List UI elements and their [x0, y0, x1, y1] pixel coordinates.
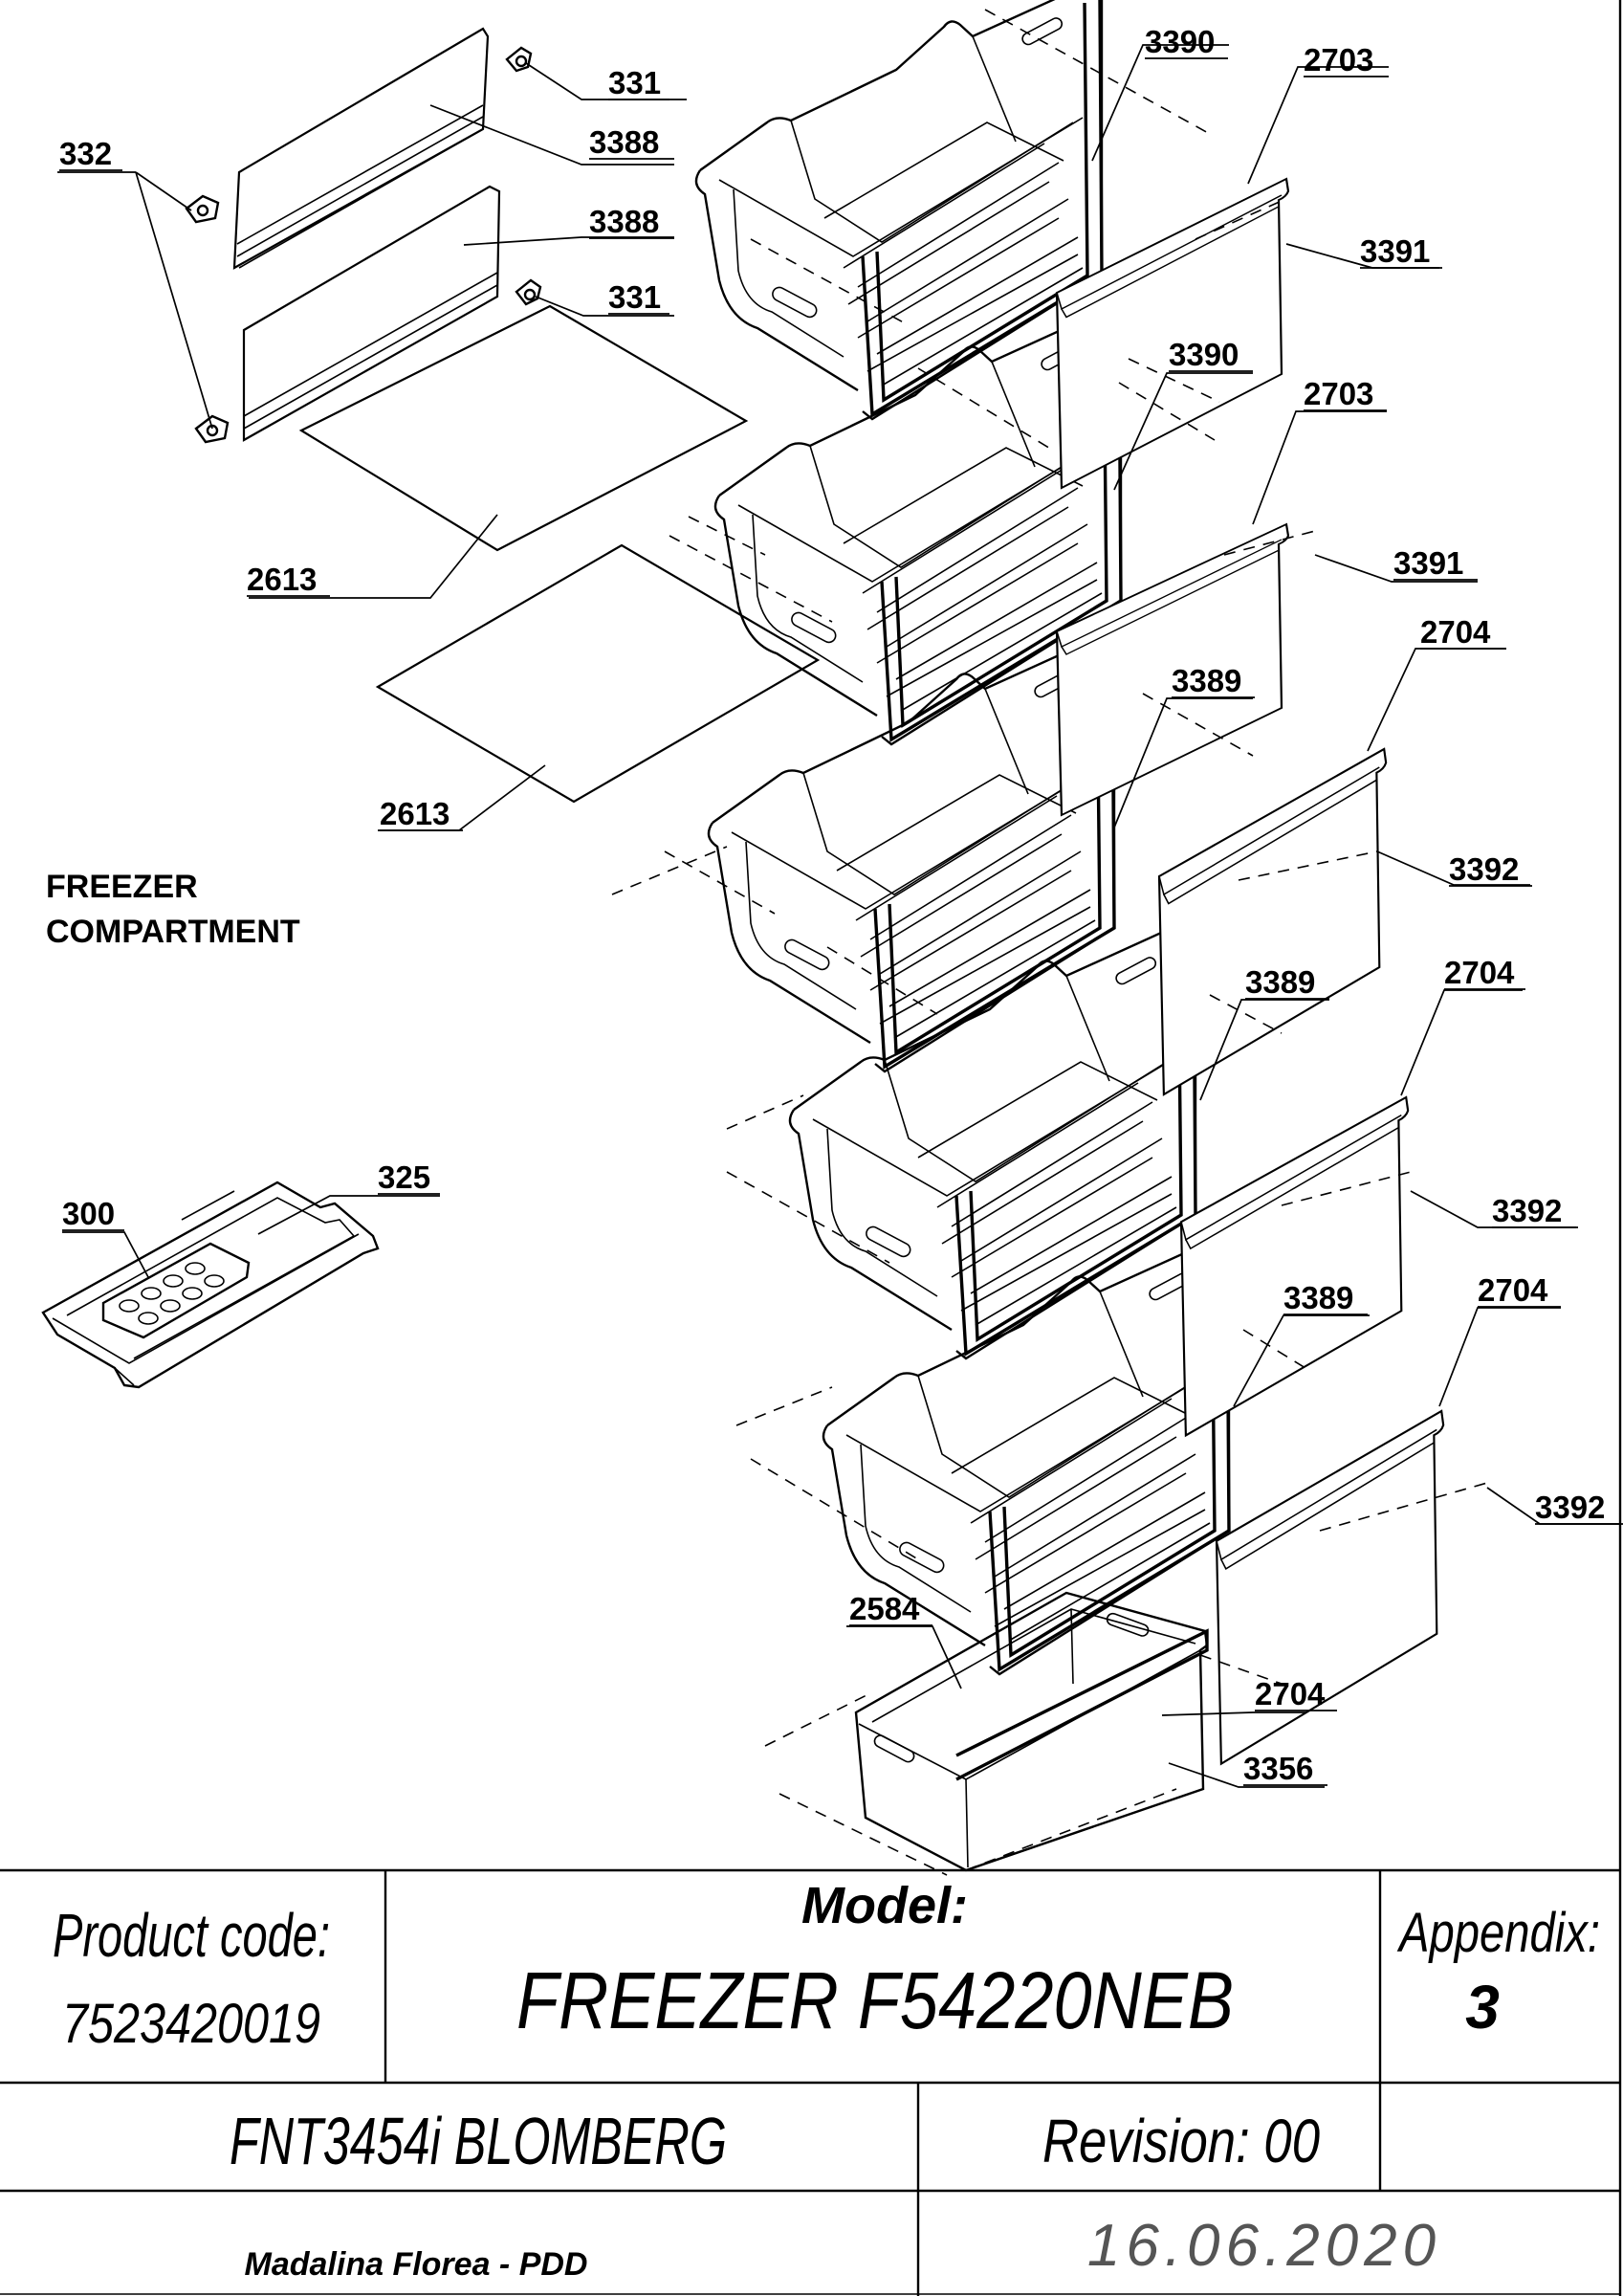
callout-2704-third: 2704 — [1420, 614, 1491, 650]
section-label-line1: FREEZER — [46, 869, 198, 905]
glass-shelf-2613-upper — [298, 304, 749, 552]
callout-2613-upper: 2613 — [247, 562, 317, 597]
author: Madalina Florea - PDD — [245, 2246, 588, 2283]
callout-underlines — [59, 57, 1620, 1786]
shelf-3388-bottom — [242, 185, 501, 442]
revision: Revision: 00 — [1042, 2107, 1320, 2175]
appendix-label: Appendix: — [1397, 1902, 1600, 1964]
callout-3391-top: 3391 — [1360, 233, 1430, 269]
drawer-3390-top — [694, 0, 1104, 421]
product-code-value: 7523420019 — [62, 1993, 320, 2055]
front-panel-2703-top — [1055, 177, 1290, 490]
callout-3389-third: 3389 — [1172, 663, 1241, 698]
front-panel-2704-third — [1157, 747, 1388, 1096]
drawer-2584-bottom — [854, 1591, 1209, 1872]
drawer-3389-third — [707, 639, 1116, 1073]
callout-2704-fifth: 2704 — [1478, 1272, 1548, 1308]
callout-labels: 331 3388 332 3388 331 2613 2613 3390 270… — [59, 24, 1605, 1786]
callout-3392-fourth: 3392 — [1492, 1193, 1562, 1228]
model-label: Model: — [801, 1877, 968, 1934]
callout-3389-fifth: 3389 — [1283, 1280, 1353, 1315]
clip-331-top — [505, 46, 533, 73]
glass-shelf-2613-lower — [375, 543, 821, 804]
callout-3392-fifth: 3392 — [1535, 1490, 1605, 1525]
callout-2703-top: 2703 — [1304, 42, 1373, 77]
section-label-line2: COMPARTMENT — [46, 914, 300, 950]
callout-3388-bottom: 3388 — [589, 204, 659, 239]
leader-lines — [57, 44, 1623, 1788]
assembly-dashed-lines — [611, 9, 1488, 1876]
appendix-value: 3 — [1465, 1973, 1500, 2042]
ice-tray-325 — [41, 1181, 380, 1389]
date: 16.06.2020 — [1087, 2213, 1441, 2279]
title-block: Product code: 7523420019 Model: FREEZER … — [0, 1868, 1620, 2296]
front-panel-2704-fourth — [1179, 1095, 1410, 1437]
clip-331-bottom — [515, 278, 542, 306]
callout-2704-fourth: 2704 — [1444, 955, 1515, 990]
callout-325: 325 — [378, 1159, 430, 1195]
callout-3356: 3356 — [1243, 1751, 1313, 1786]
callout-2584: 2584 — [849, 1591, 920, 1626]
callout-3388-top: 3388 — [589, 124, 659, 160]
shelf-3388-top — [232, 27, 490, 270]
callout-3390-second: 3390 — [1169, 337, 1239, 372]
clip-332-bottom — [194, 414, 230, 444]
clip-332-top — [185, 194, 220, 224]
callout-3392-third: 3392 — [1449, 851, 1519, 887]
callout-300: 300 — [62, 1196, 115, 1231]
callout-3389-fourth: 3389 — [1245, 964, 1315, 1000]
callout-2703-second: 2703 — [1304, 376, 1373, 411]
model-value: FREEZER F54220NEB — [516, 1955, 1234, 2045]
callout-332: 332 — [59, 136, 112, 171]
callout-2704-bottom: 2704 — [1255, 1676, 1326, 1711]
product-code-label: Product code: — [53, 1901, 330, 1970]
brand-model: FNT3454i BLOMBERG — [230, 2104, 727, 2178]
callout-3390-top: 3390 — [1145, 24, 1215, 59]
callout-3391-second: 3391 — [1393, 545, 1463, 581]
callout-331-bottom: 331 — [608, 279, 661, 315]
callout-2613-lower: 2613 — [380, 796, 450, 831]
callout-331-top: 331 — [608, 65, 661, 100]
ice-cube-tray-300 — [101, 1242, 251, 1339]
